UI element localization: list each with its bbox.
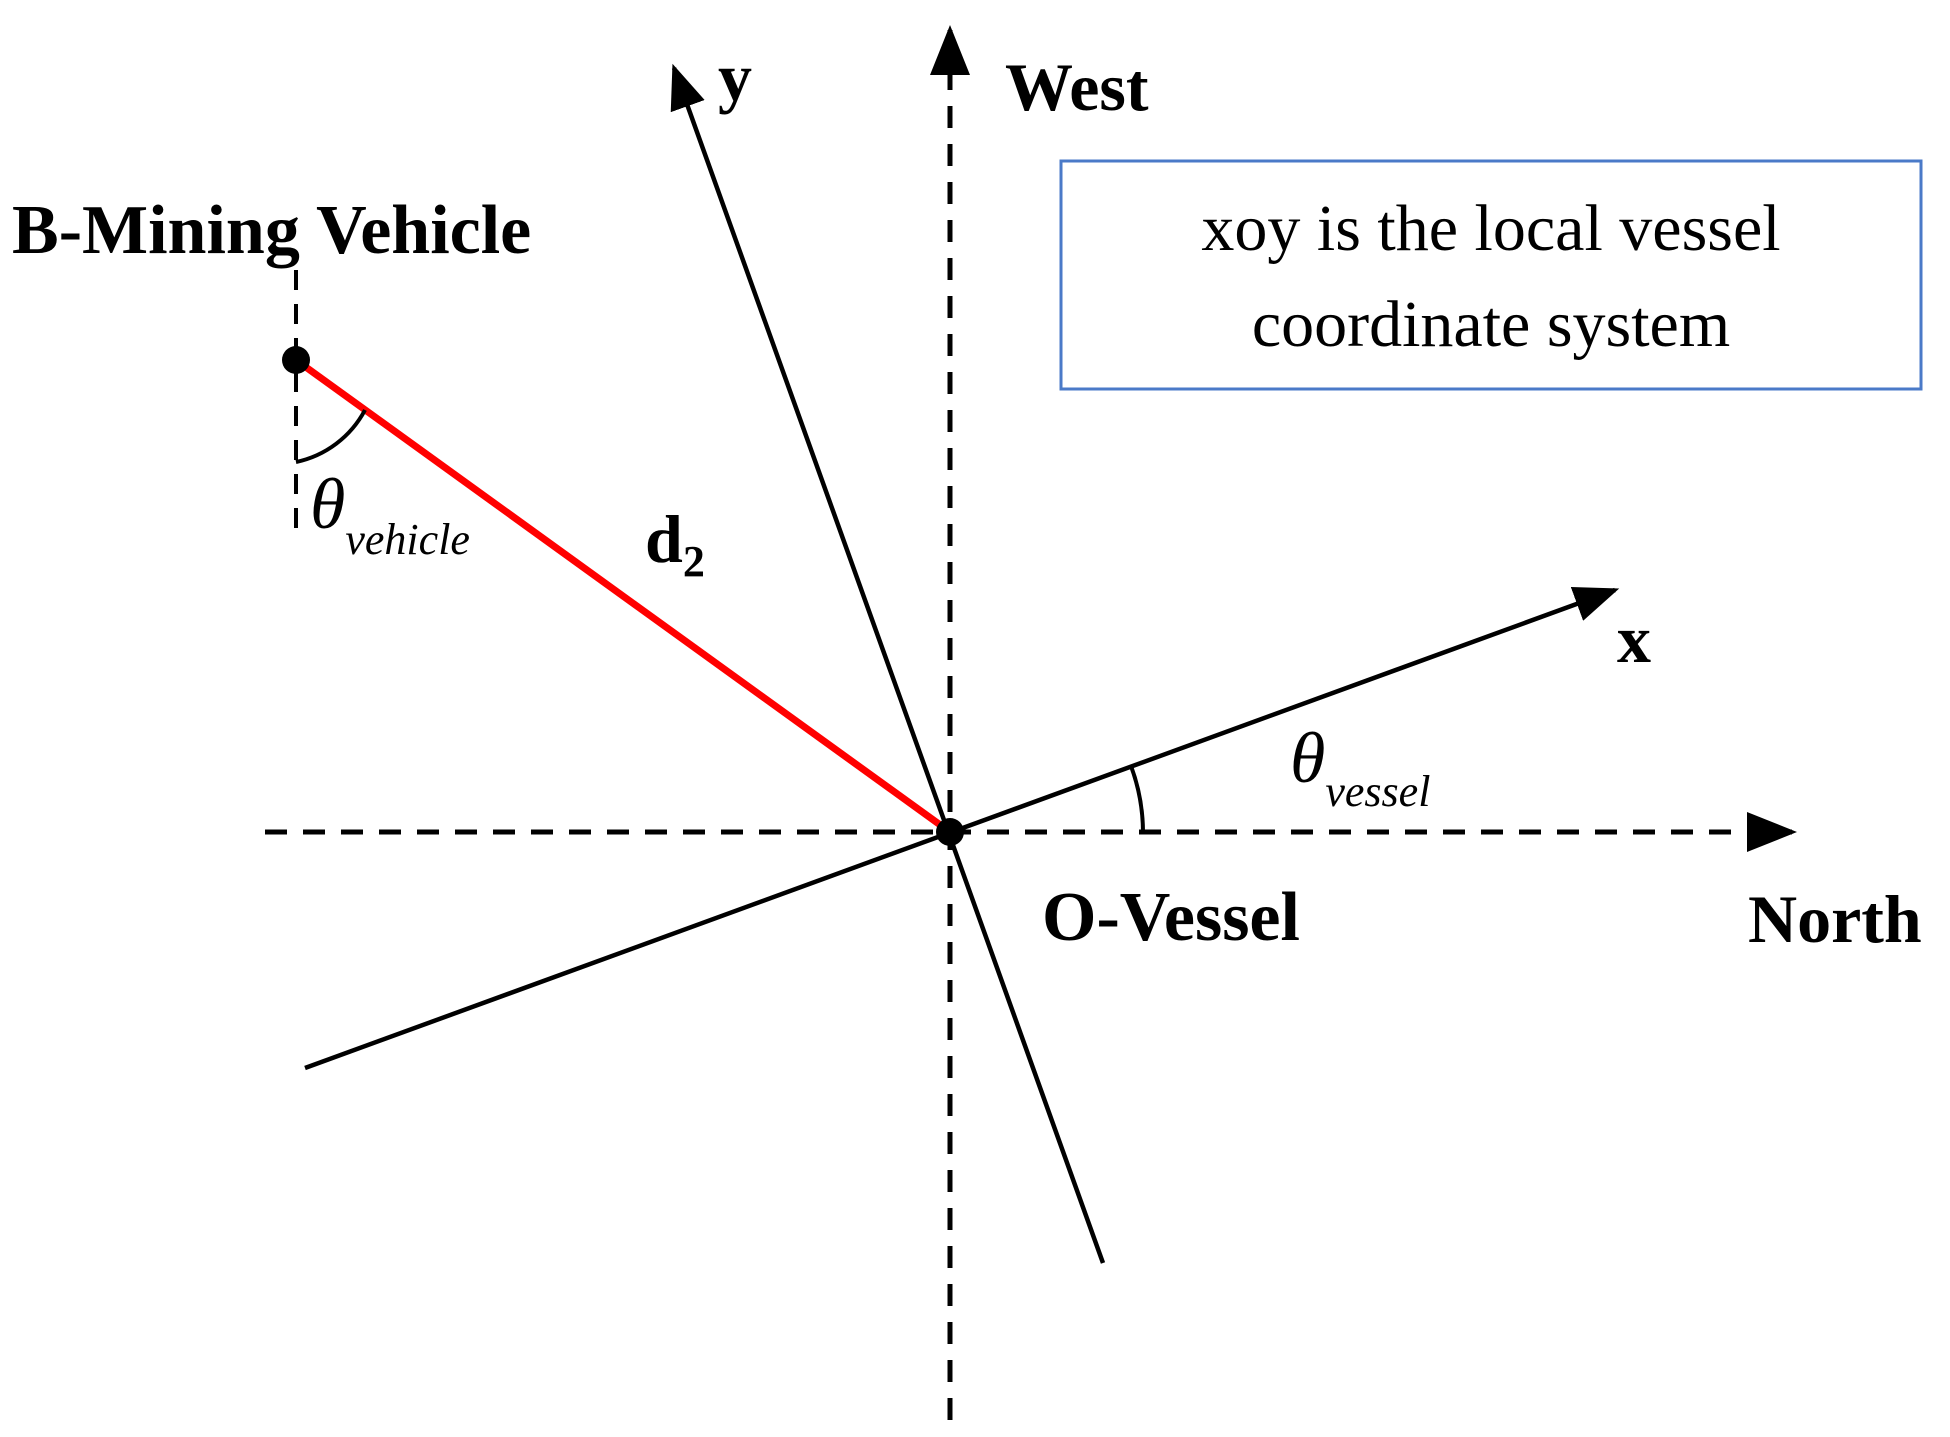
vehicle-label: B-Mining Vehicle [12,192,531,269]
y-axis-label: y [718,39,752,115]
theta-vehicle-symbol: θ [310,464,345,544]
vehicle-point [282,346,310,374]
theta-vessel-label: θvessel [1290,718,1430,816]
note-line-2: coordinate system [1252,288,1730,361]
theta-vehicle-subscript: vehicle [345,515,470,564]
distance-line-d2 [293,357,953,835]
distance-label-main: d [645,501,683,577]
note-box-border [1059,159,1923,391]
west-label: West [1005,49,1149,125]
vessel-label: O-Vessel [1042,879,1300,956]
distance-label: d2 [645,501,705,586]
distance-label-subscript: 2 [683,537,705,586]
theta-vessel-arc [1129,765,1145,833]
theta-vehicle-label: θvehicle [310,464,470,564]
theta-vessel-subscript: vessel [1325,767,1430,816]
theta-vessel-symbol: θ [1290,718,1325,798]
note-box: xoy is the local vessel coordinate syste… [1059,159,1923,391]
x-axis-label: x [1617,601,1651,677]
theta-vehicle-arc [295,409,367,464]
vessel-point [936,818,964,846]
note-line-1: xoy is the local vessel [1201,192,1780,265]
north-label: North [1748,881,1922,957]
y-axis-line [670,63,1106,1264]
